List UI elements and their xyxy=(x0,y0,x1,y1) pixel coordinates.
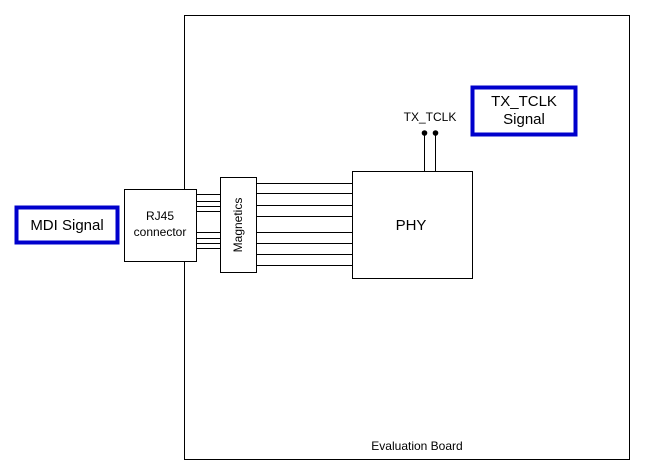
rj45-magnetics-wires xyxy=(197,194,221,249)
tx-tclk-pin-dot-left xyxy=(421,130,428,136)
phy-label: PHY xyxy=(396,217,427,234)
tx-tclk-signal-label-line2: Signal xyxy=(503,111,545,128)
mdi-signal-label: MDI Signal xyxy=(30,217,103,234)
tx-tclk-pin-label: TX_TCLK xyxy=(404,110,457,124)
phy-block xyxy=(352,171,473,279)
magnetics-block xyxy=(220,177,257,273)
rj45-label-line1: RJ45 xyxy=(146,209,174,223)
tx-tclk-pin-dot-right xyxy=(432,130,439,136)
tx-tclk-pins xyxy=(424,133,436,172)
magnetics-label: Magnetics xyxy=(231,198,245,253)
tx-tclk-signal-callout xyxy=(470,85,578,137)
mdi-signal-callout xyxy=(14,205,120,245)
evaluation-board-label: Evaluation Board xyxy=(371,439,462,453)
rj45-label-line2: connector xyxy=(134,225,187,239)
tx-tclk-signal-label-line1: TX_TCLK xyxy=(491,93,557,110)
magnetics-phy-wires xyxy=(257,183,353,266)
rj45-connector xyxy=(124,189,197,262)
